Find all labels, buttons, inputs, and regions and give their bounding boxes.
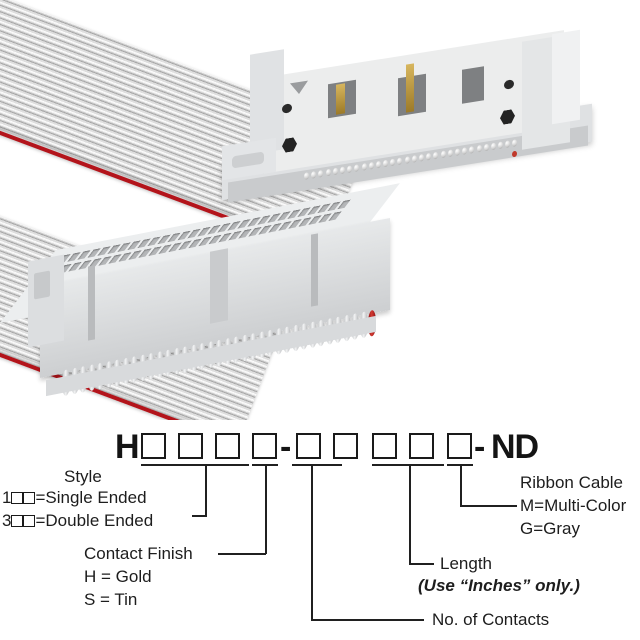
leader-contacts-elbow <box>311 619 424 621</box>
leader-ribbon-elbow <box>460 505 517 507</box>
callout-ribbon-cable-option-2: G=Gray <box>520 519 580 538</box>
callout-style-option-1: 1 =Single Ended <box>2 488 147 507</box>
pn-prefix-H: H <box>115 428 140 466</box>
callout-ribbon-cable-title: Ribbon Cable <box>520 473 624 492</box>
style-option-2-label: Double Ended <box>45 511 154 530</box>
leader-finish-drop <box>265 464 267 554</box>
style-option-1-box-b <box>23 492 36 504</box>
callout-style-title: Style <box>64 467 102 486</box>
pn-box-6[interactable] <box>333 433 358 459</box>
style-option-2-box-b <box>23 515 36 527</box>
pn-box-7[interactable] <box>372 433 397 459</box>
product-photo <box>0 0 592 420</box>
pn-separator-2: - <box>474 428 485 466</box>
top-connector-shrouded-header <box>222 29 592 203</box>
callout-contact-finish-title: Contact Finish <box>84 544 193 563</box>
style-option-2-box-a <box>11 515 24 527</box>
pn-separator-1: - <box>280 428 291 466</box>
pn-box-9[interactable] <box>447 433 472 459</box>
leader-ribbon-drop <box>460 464 462 506</box>
leader-length-top <box>372 464 444 466</box>
leader-contacts-top <box>292 464 342 466</box>
part-number-string: H - - ND <box>0 428 640 470</box>
leader-style-elbow <box>192 515 207 517</box>
style-option-1-eq: = <box>35 488 46 507</box>
leader-style-drop <box>205 464 207 516</box>
pn-box-8[interactable] <box>409 433 434 459</box>
style-option-2-code: 3 <box>2 511 12 530</box>
bottom-connector-idc-socket <box>0 183 400 402</box>
pn-box-1[interactable] <box>141 433 166 459</box>
leader-finish-elbow <box>218 553 266 555</box>
leader-style-top <box>141 464 249 466</box>
leader-length-elbow <box>409 563 434 565</box>
pn-box-3[interactable] <box>215 433 240 459</box>
style-option-1-code: 1 <box>2 488 12 507</box>
leader-length-drop <box>409 464 411 564</box>
pn-box-5[interactable] <box>296 433 321 459</box>
pn-box-4[interactable] <box>252 433 277 459</box>
leader-contacts-drop <box>311 464 313 620</box>
callout-no-of-contacts-title: No. of Contacts <box>432 610 550 629</box>
callout-length-title: Length <box>440 554 492 573</box>
style-option-2-eq: = <box>35 511 46 530</box>
callout-ribbon-cable-option-1: M=Multi-Color <box>520 496 627 515</box>
callout-style-option-2: 3 =Double Ended <box>2 511 153 530</box>
style-option-1-label: Single Ended <box>45 488 147 507</box>
pn-box-2[interactable] <box>178 433 203 459</box>
callout-contact-finish-option-1: H = Gold <box>84 567 152 586</box>
style-option-1-box-a <box>11 492 24 504</box>
pn-suffix-ND: ND <box>491 428 539 466</box>
part-number-diagram: H - - ND <box>0 420 640 640</box>
callout-length-note: (Use “Inches” only.) <box>418 576 580 595</box>
callout-contact-finish-option-2: S = Tin <box>84 590 138 609</box>
